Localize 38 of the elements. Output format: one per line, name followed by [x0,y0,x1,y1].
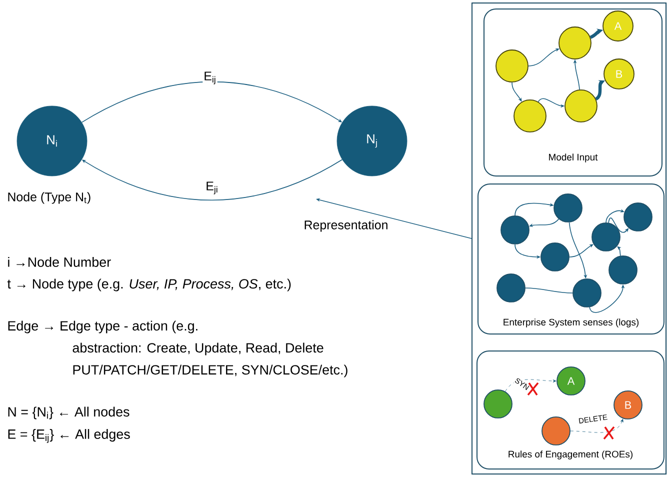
graph-node: A [556,366,586,396]
graph-node [624,202,652,232]
panel-box: Enterprise System senses (logs) [478,183,664,334]
arrow [505,379,556,392]
graph-node [542,416,570,446]
graph-node [558,26,592,60]
graph-node [592,222,620,252]
graph-node [540,242,570,272]
graph-node [554,194,582,222]
graph-node: N$_{j}$ [336,106,408,176]
arrow [569,244,594,258]
note-text: t → Node type (e.g. User, IP, Process, OS, etc.) [7,278,291,292]
graph-node [500,216,530,244]
panel-frame [472,2,666,474]
arrow [570,418,624,433]
graph-node [572,278,602,308]
graph-node: N$_{i}$ [16,106,88,176]
note-text: PUT/PATCH/GET/DELETE, SYN/CLOSE/etc.) [73,364,348,378]
graph-node: B [604,58,634,90]
graph-node [496,274,526,302]
graph-node: A [602,10,634,42]
note-text: N = {N$_{i}$} ← All nodes [8,406,130,420]
graph-node [484,390,512,418]
graph-node [564,90,598,122]
graph-node [514,100,546,132]
edge-label: Representation [302,219,390,233]
graph-node [608,256,638,284]
note-text: i →Node Number [8,257,111,267]
edge-label: E$_{ji}$ [204,180,220,196]
note-text: E = {E$_{ij}$} ← All edges [8,429,130,443]
graph-node: B [614,390,642,420]
note-text: Edge → Edge type - action (e.g. [8,320,198,334]
arrow [316,198,472,239]
note-text: abstraction: Create, Update, Read, Delete [72,342,324,356]
arrow [608,218,629,233]
node-caption: Node (Type N$_{t}$) [8,192,90,204]
graph-node [496,50,528,82]
edge-label: E$_{ij}$ [202,70,218,86]
